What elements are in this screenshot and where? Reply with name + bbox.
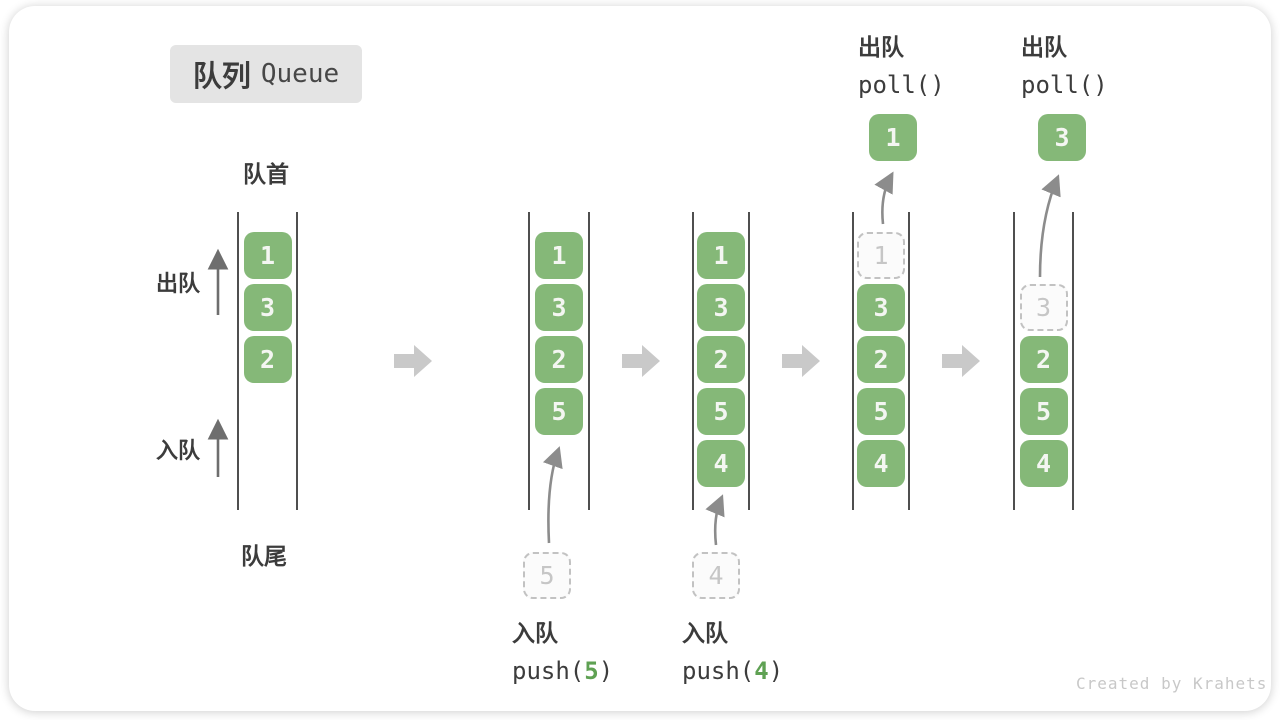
queue-item: 4 bbox=[857, 440, 905, 487]
queue-item: 2 bbox=[697, 336, 745, 383]
enqueue-label-zh: 入队 bbox=[682, 620, 728, 646]
queue-column-1 bbox=[237, 212, 298, 510]
queue-item: 5 bbox=[857, 388, 905, 435]
dequeue-label-poll1: 出队 poll() bbox=[858, 28, 945, 99]
code-fn: push( bbox=[512, 657, 585, 685]
enqueue-code: push(4) bbox=[682, 657, 783, 685]
label-dequeue-side: 出队 bbox=[156, 271, 201, 296]
queue-item: 5 bbox=[1019, 388, 1068, 435]
label-enqueue-side: 入队 bbox=[156, 438, 201, 463]
polled-item: 3 bbox=[1038, 114, 1086, 161]
queue-item: 2 bbox=[857, 336, 905, 383]
enqueue-label-push4: 入队 push(4) bbox=[682, 614, 783, 685]
dequeue-label-zh: 出队 bbox=[1021, 34, 1067, 60]
title-box: 队列 Queue bbox=[170, 45, 362, 103]
queue-column-4 bbox=[852, 212, 910, 510]
queue-item: 5 bbox=[535, 388, 583, 435]
code-close: ) bbox=[598, 657, 614, 685]
queue-item: 5 bbox=[697, 388, 745, 435]
label-queue-front: 队首 bbox=[243, 161, 289, 187]
dequeue-code: poll() bbox=[858, 71, 945, 99]
code-close: ) bbox=[768, 657, 784, 685]
queue-item: 4 bbox=[697, 440, 745, 487]
code-fn: push( bbox=[682, 657, 755, 685]
label-queue-rear: 队尾 bbox=[241, 543, 287, 569]
queue-item: 2 bbox=[1019, 336, 1068, 383]
queue-item-removed: 1 bbox=[857, 232, 905, 279]
title-en: Queue bbox=[260, 59, 340, 89]
queue-item: 3 bbox=[697, 284, 745, 331]
queue-column-5 bbox=[1013, 212, 1074, 510]
queue-item-removed: 3 bbox=[1019, 284, 1068, 331]
queue-item: 4 bbox=[1019, 440, 1068, 487]
queue-column-3 bbox=[692, 212, 750, 510]
queue-item: 1 bbox=[243, 232, 292, 279]
queue-item: 3 bbox=[243, 284, 292, 331]
title-zh: 队列 bbox=[192, 61, 251, 93]
queue-item: 1 bbox=[535, 232, 583, 279]
watermark: Created by Krahets bbox=[1076, 674, 1268, 693]
enqueue-label-zh: 入队 bbox=[512, 620, 558, 646]
staged-item: 4 bbox=[692, 552, 740, 599]
dequeue-code: poll() bbox=[1021, 71, 1108, 99]
queue-item: 2 bbox=[243, 336, 292, 383]
queue-item: 1 bbox=[697, 232, 745, 279]
queue-item: 3 bbox=[535, 284, 583, 331]
queue-item: 2 bbox=[535, 336, 583, 383]
polled-item: 1 bbox=[869, 114, 917, 161]
queue-item: 3 bbox=[857, 284, 905, 331]
code-arg: 4 bbox=[754, 657, 769, 685]
dequeue-label-poll2: 出队 poll() bbox=[1021, 28, 1108, 99]
enqueue-label-push5: 入队 push(5) bbox=[512, 614, 613, 685]
dequeue-label-zh: 出队 bbox=[858, 34, 904, 60]
staged-item: 5 bbox=[523, 552, 571, 599]
enqueue-code: push(5) bbox=[512, 657, 613, 685]
queue-column-2 bbox=[528, 212, 590, 510]
diagram-card bbox=[9, 6, 1271, 711]
code-arg: 5 bbox=[584, 657, 599, 685]
